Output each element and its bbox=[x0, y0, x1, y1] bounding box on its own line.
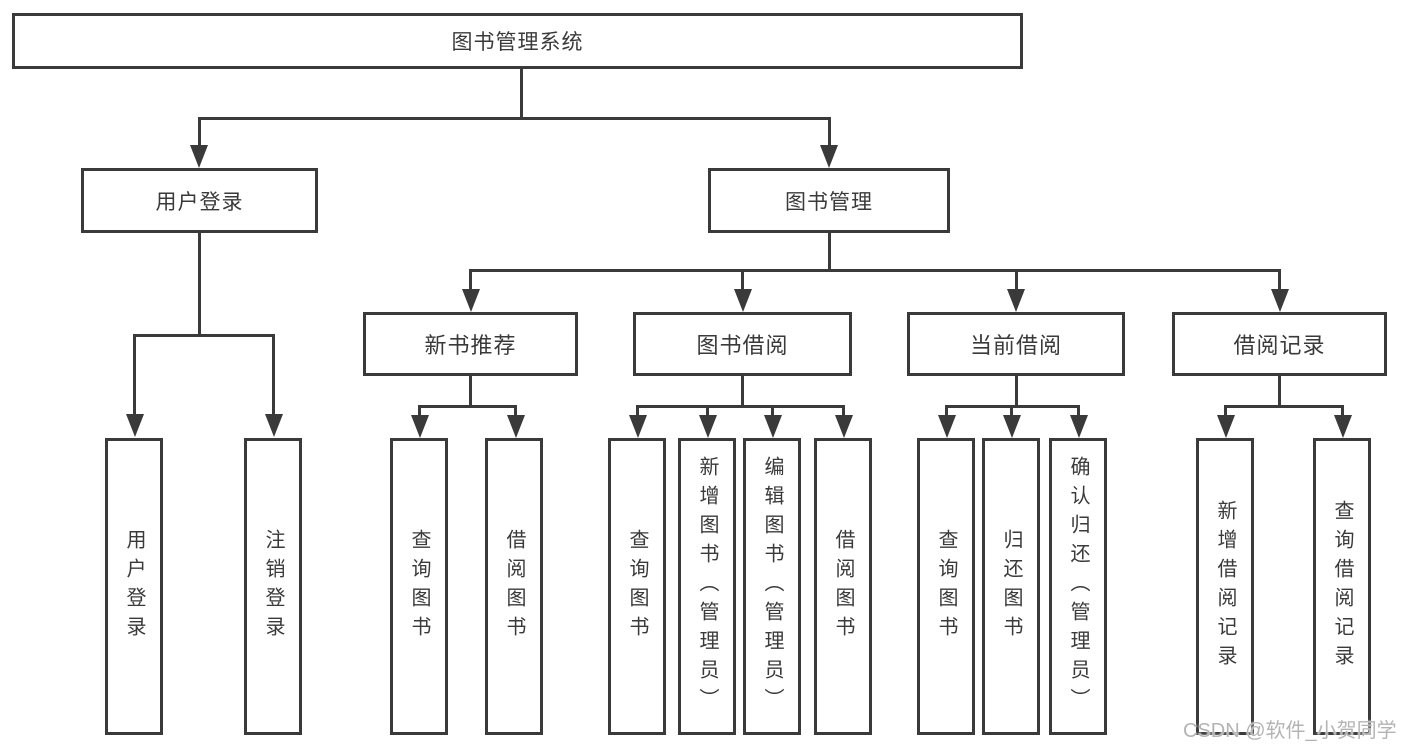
leaf-user-login-label: 用户登录 bbox=[123, 528, 145, 645]
connector-borrowing-bar bbox=[636, 405, 845, 408]
node-library-system: 图书管理系统 bbox=[12, 13, 1023, 69]
connector-root-to-user-login bbox=[197, 117, 201, 149]
leaf-newbook-query-books: 查询图书 bbox=[390, 438, 448, 735]
leaf-logout-label: 注销登录 bbox=[262, 528, 284, 645]
connector-root-to-book-mgmt bbox=[827, 117, 831, 149]
connector-to-cb-confirm bbox=[1077, 405, 1080, 417]
leaf-current-return-books-label: 归还图书 bbox=[1000, 528, 1022, 645]
node-current-borrowing: 当前借阅 bbox=[907, 312, 1125, 376]
arrowhead-borrowing bbox=[733, 289, 752, 312]
connector-to-br-query bbox=[1341, 405, 1344, 417]
leaf-borrowing-query-books-label: 查询图书 bbox=[626, 528, 648, 645]
node-book-management-label: 图书管理 bbox=[785, 190, 873, 214]
node-book-borrowing-label: 图书借阅 bbox=[696, 333, 789, 358]
connector-to-borrowing bbox=[741, 269, 744, 291]
connector-to-bb-query bbox=[636, 405, 639, 417]
arrowhead-current bbox=[1007, 289, 1025, 312]
node-user-login-branch-label: 用户登录 bbox=[155, 190, 244, 214]
connector-to-nb-borrow bbox=[514, 405, 517, 417]
node-user-login-branch: 用户登录 bbox=[81, 168, 318, 233]
arrowhead-nb-borrow bbox=[506, 415, 525, 438]
leaf-borrowing-add-books-admin: 新增图书（管理员） bbox=[678, 438, 736, 735]
arrowhead-cb-confirm bbox=[1069, 415, 1088, 438]
leaf-borrowing-borrow-books-label: 借阅图书 bbox=[832, 528, 854, 645]
leaf-current-query-books: 查询图书 bbox=[917, 438, 975, 735]
leaf-newbook-borrow-books: 借阅图书 bbox=[485, 438, 543, 735]
connector-to-login-leaf bbox=[133, 334, 136, 418]
node-book-borrowing: 图书借阅 bbox=[633, 312, 852, 376]
arrowhead-cb-return bbox=[1002, 415, 1021, 438]
connector-current-trunk bbox=[1014, 376, 1018, 407]
node-new-book-recommend: 新书推荐 bbox=[363, 312, 578, 376]
connector-borrowing-trunk bbox=[741, 376, 744, 407]
leaf-newbook-query-books-label: 查询图书 bbox=[408, 528, 430, 645]
arrowhead-user-login bbox=[190, 145, 208, 168]
connector-book-mgmt-bar bbox=[469, 269, 1281, 272]
node-borrowing-records-label: 借阅记录 bbox=[1233, 333, 1326, 358]
leaf-borrowing-query-books: 查询图书 bbox=[608, 438, 666, 735]
connector-records-bar bbox=[1224, 405, 1344, 408]
arrowhead-br-add bbox=[1216, 415, 1235, 438]
node-library-system-label: 图书管理系统 bbox=[451, 31, 584, 54]
connector-to-records bbox=[1278, 269, 1281, 291]
leaf-current-return-books: 归还图书 bbox=[982, 438, 1040, 735]
connector-to-br-add bbox=[1224, 405, 1227, 417]
leaf-records-add-record: 新增借阅记录 bbox=[1196, 438, 1254, 735]
leaf-records-query-record: 查询借阅记录 bbox=[1313, 438, 1371, 735]
connector-to-new-book bbox=[469, 269, 472, 291]
connector-records-trunk bbox=[1278, 376, 1281, 407]
connector-book-mgmt-trunk bbox=[827, 233, 831, 271]
leaf-borrowing-borrow-books: 借阅图书 bbox=[814, 438, 872, 735]
arrowhead-br-query bbox=[1333, 415, 1352, 438]
leaf-borrowing-add-books-admin-label: 新增图书（管理员） bbox=[696, 456, 718, 717]
leaf-current-query-books-label: 查询图书 bbox=[935, 528, 957, 645]
connector-user-login-trunk bbox=[197, 233, 201, 336]
arrowhead-records bbox=[1270, 289, 1289, 312]
node-current-borrowing-label: 当前借阅 bbox=[969, 333, 1062, 358]
arrowhead-bb-query bbox=[628, 415, 647, 438]
connector-new-book-bar bbox=[418, 405, 517, 408]
arrowhead-cb-query bbox=[937, 415, 956, 438]
leaf-newbook-borrow-books-label: 借阅图书 bbox=[503, 528, 525, 645]
node-book-management: 图书管理 bbox=[708, 168, 950, 233]
leaf-user-login: 用户登录 bbox=[105, 438, 163, 735]
connector-to-current bbox=[1014, 269, 1018, 291]
connector-to-bb-borrow bbox=[842, 405, 845, 417]
leaf-borrowing-edit-books-admin: 编辑图书（管理员） bbox=[743, 438, 801, 735]
leaf-records-query-record-label: 查询借阅记录 bbox=[1331, 499, 1353, 674]
csdn-watermark: CSDN @软件_小贺同学 bbox=[1183, 720, 1397, 742]
connector-to-nb-query bbox=[418, 405, 421, 417]
arrowhead-new-book bbox=[461, 289, 480, 312]
arrowhead-bb-edit bbox=[763, 415, 782, 438]
connector-to-bb-add bbox=[706, 405, 709, 417]
leaf-current-confirm-return-admin-label: 确认归还（管理员） bbox=[1067, 456, 1089, 717]
leaf-borrowing-edit-books-admin-label: 编辑图书（管理员） bbox=[761, 456, 783, 717]
arrowhead-bb-borrow bbox=[834, 415, 853, 438]
connector-new-book-trunk bbox=[469, 376, 472, 407]
arrowhead-book-mgmt bbox=[820, 145, 838, 168]
connector-to-cb-query bbox=[945, 405, 948, 417]
connector-to-bb-edit bbox=[771, 405, 774, 417]
connector-root-trunk bbox=[520, 69, 523, 119]
leaf-logout: 注销登录 bbox=[244, 438, 302, 735]
leaf-records-add-record-label: 新增借阅记录 bbox=[1214, 499, 1236, 674]
node-new-book-recommend-label: 新书推荐 bbox=[424, 333, 517, 358]
arrowhead-bb-add bbox=[698, 415, 717, 438]
node-borrowing-records: 借阅记录 bbox=[1172, 312, 1387, 376]
connector-to-cb-return bbox=[1010, 405, 1013, 417]
arrowhead-nb-query bbox=[410, 415, 429, 438]
arrowhead-login-leaf bbox=[125, 414, 144, 437]
connector-to-logout-leaf bbox=[272, 334, 275, 418]
connector-root-bar bbox=[198, 117, 831, 120]
connector-user-login-bar bbox=[133, 334, 275, 337]
arrowhead-logout-leaf bbox=[264, 414, 283, 437]
leaf-current-confirm-return-admin: 确认归还（管理员） bbox=[1049, 438, 1107, 735]
